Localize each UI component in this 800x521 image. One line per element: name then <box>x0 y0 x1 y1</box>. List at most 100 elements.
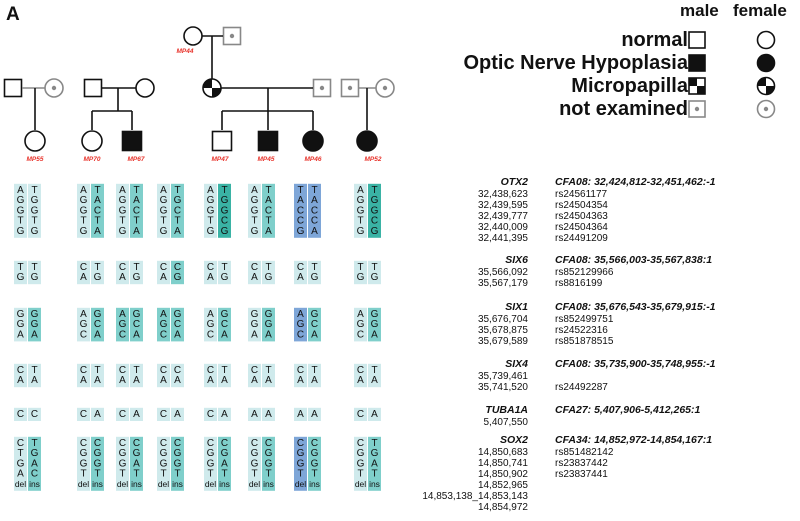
gene-region: CFA08: 35,566,003-35,567,838:1 <box>555 254 713 266</box>
allele-base: G <box>119 319 127 330</box>
allele-base: ins <box>29 479 40 489</box>
allele-base: C <box>119 365 126 376</box>
allele-base: C <box>221 438 228 449</box>
allele-base: T <box>31 216 37 227</box>
allele-base: A <box>265 375 272 386</box>
allele-base: C <box>251 365 258 376</box>
allele-base: A <box>94 329 101 340</box>
legend-male-micro-icon <box>688 77 706 95</box>
snp-position: 35,679,589 <box>477 336 528 347</box>
allele-base: C <box>357 329 364 340</box>
allele-base: C <box>80 438 87 449</box>
allele-base: G <box>160 226 168 237</box>
gene-name: OTX2 <box>500 176 528 188</box>
allele-cell <box>248 307 261 342</box>
allele-cell <box>116 407 129 421</box>
gene-region: CFA34: 14,852,972-14,854,167:1 <box>555 434 713 446</box>
allele-cell <box>14 307 27 342</box>
allele-base: C <box>94 319 101 330</box>
allele-base: A <box>265 226 272 237</box>
allele-base: C <box>133 438 140 449</box>
allele-base: G <box>133 309 141 320</box>
allele-base: G <box>221 195 229 206</box>
allele-base: T <box>174 469 180 480</box>
allele-cell <box>14 407 27 421</box>
allele-base: G <box>17 319 25 330</box>
allele-cell <box>116 183 129 238</box>
gene-region: CFA08: 32,424,812-32,451,462:-1 <box>555 176 716 188</box>
allele-cell <box>204 407 217 421</box>
allele-base: C <box>207 329 214 340</box>
allele-base: C <box>311 205 318 216</box>
allele-base: A <box>133 375 140 386</box>
allele-base: G <box>174 458 182 469</box>
allele-base: A <box>357 375 364 386</box>
dot-mark <box>382 85 388 91</box>
allele-cell <box>262 260 275 285</box>
allele-base: T <box>133 185 139 196</box>
circle-symbol <box>135 78 155 98</box>
allele-base: G <box>31 272 39 283</box>
allele-base: G <box>160 319 168 330</box>
allele-base: C <box>265 438 272 449</box>
allele-cell <box>91 407 104 421</box>
allele-base: A <box>160 185 167 196</box>
pedigree-female-notexam <box>375 78 395 98</box>
allele-base: G <box>31 195 39 206</box>
allele-cell <box>262 407 275 421</box>
allele-cell <box>248 363 261 388</box>
snp-position: 14,850,902 <box>477 469 528 480</box>
quadrant-fill <box>757 77 766 86</box>
allele-base: T <box>311 469 317 480</box>
gene-region: CFA08: 35,676,543-35,679,915:-1 <box>555 301 716 313</box>
allele-base: C <box>94 438 101 449</box>
allele-base: A <box>311 329 318 340</box>
allele-base: A <box>160 309 167 320</box>
panel-letter: A <box>6 4 20 25</box>
allele-cell <box>218 436 231 491</box>
allele-base: G <box>251 309 259 320</box>
allele-base: G <box>94 272 102 283</box>
allele-base: T <box>160 469 166 480</box>
legend-female-micro-icon <box>756 76 776 96</box>
allele-cell <box>28 407 41 421</box>
allele-cell <box>171 363 184 388</box>
pedigree-female-founder <box>183 26 203 46</box>
allele-base: G <box>221 448 229 459</box>
allele-base: A <box>251 375 258 386</box>
snp-rs-id: rs24561177 <box>555 189 608 200</box>
allele-cell <box>28 363 41 388</box>
pedigree-id-mp55: MP55 <box>27 156 44 163</box>
allele-cell <box>308 307 321 342</box>
allele-cell <box>171 307 184 342</box>
allele-base: G <box>371 319 379 330</box>
gene-region: CFA27: 5,407,906-5,412,265:1 <box>555 404 701 416</box>
allele-base: T <box>251 469 257 480</box>
allele-base: T <box>31 365 37 376</box>
snp-position: 35,739,461 <box>477 371 528 382</box>
allele-base: ins <box>92 479 103 489</box>
dot-mark <box>319 85 325 91</box>
square-symbol <box>257 130 279 152</box>
allele-cell <box>204 183 217 238</box>
allele-base: T <box>119 216 125 227</box>
allele-base: G <box>357 205 365 216</box>
allele-base: T <box>94 469 100 480</box>
allele-base: G <box>297 448 305 459</box>
allele-base: C <box>221 319 228 330</box>
allele-base: G <box>31 226 39 237</box>
allele-base: G <box>80 195 88 206</box>
allele-base: G <box>357 272 365 283</box>
allele-base: del <box>78 479 89 489</box>
pedigree-male <box>83 78 103 98</box>
allele-base: G <box>251 319 259 330</box>
allele-cell <box>248 260 261 285</box>
allele-base: A <box>17 469 24 480</box>
allele-base: G <box>357 195 365 206</box>
allele-cell <box>28 260 41 285</box>
allele-base: C <box>119 438 126 449</box>
allele-base: T <box>133 262 139 273</box>
legend-male-onh-icon <box>688 54 706 72</box>
snp-rs-id: rs8816199 <box>555 278 603 289</box>
